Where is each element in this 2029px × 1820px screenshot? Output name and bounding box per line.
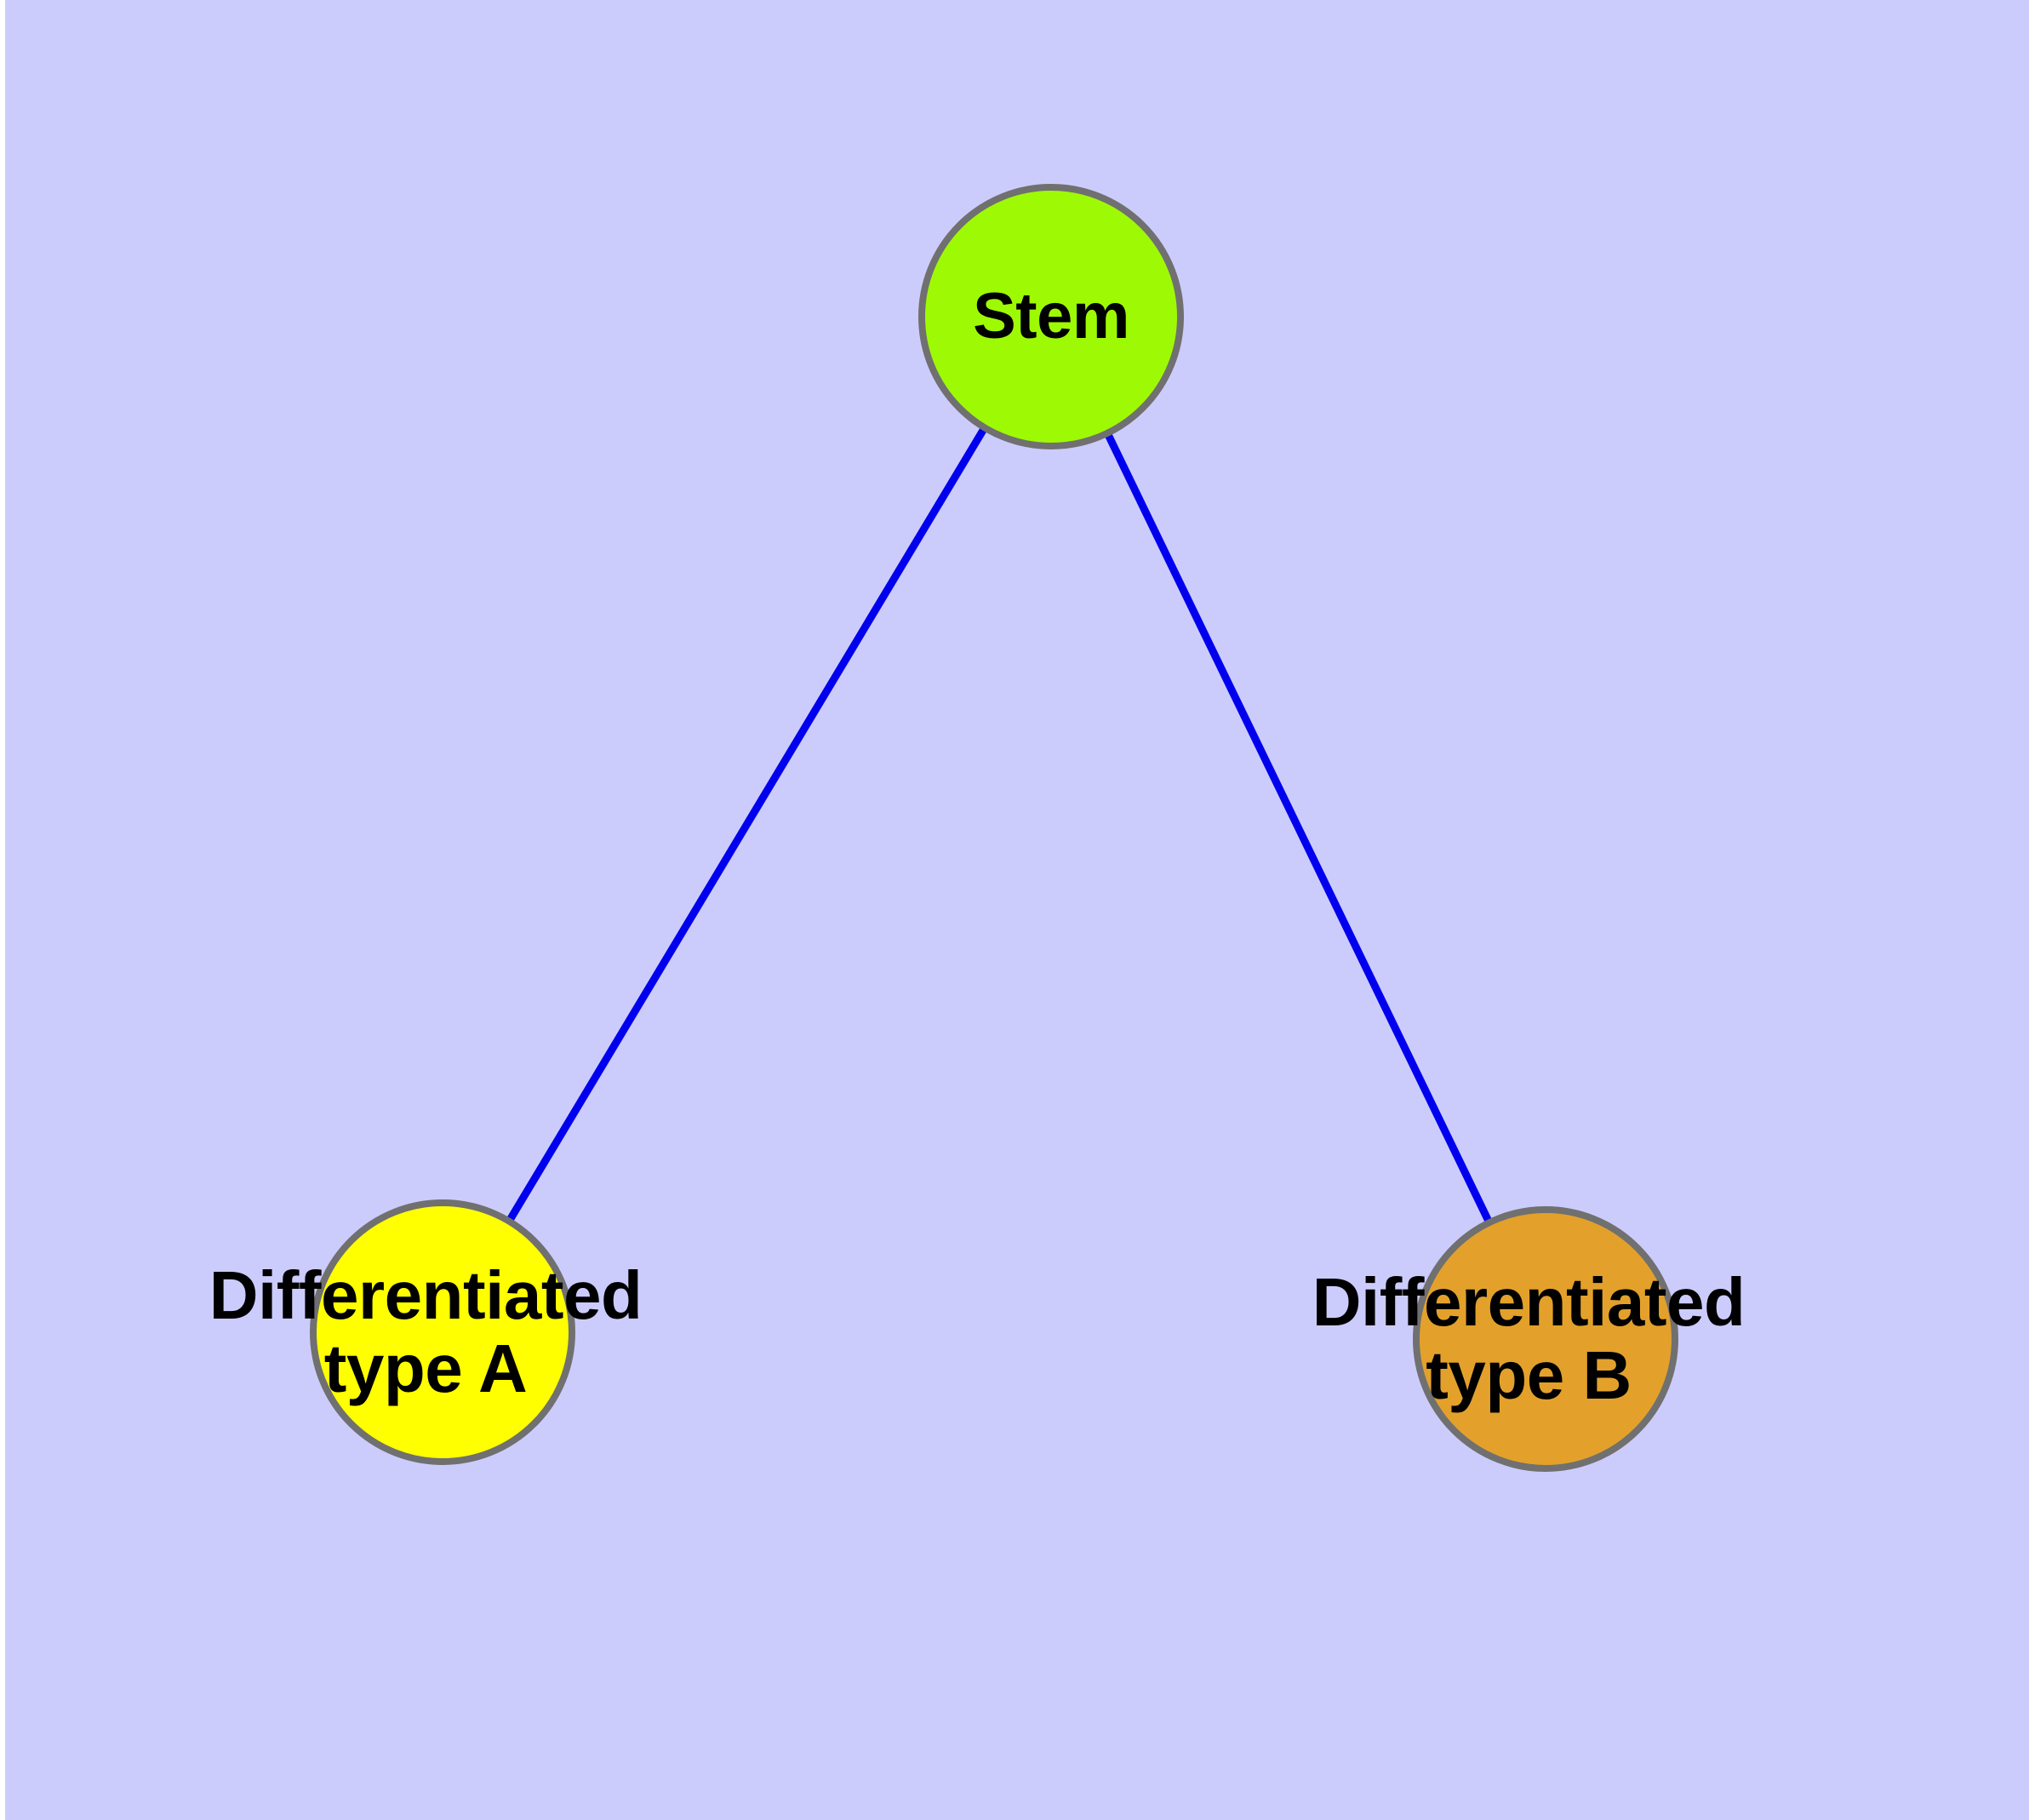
node-differentiated-type-a[interactable]: [310, 1199, 575, 1465]
edge-stem-to-differentiated-type-b[interactable]: [1047, 315, 1550, 1341]
node-differentiated-type-b[interactable]: [1413, 1206, 1678, 1472]
node-stem[interactable]: [918, 184, 1184, 449]
edge-stem-to-differentiated-type-a[interactable]: [439, 314, 1055, 1335]
edge-layer: [439, 314, 1550, 1341]
node-layer: [310, 184, 1678, 1472]
